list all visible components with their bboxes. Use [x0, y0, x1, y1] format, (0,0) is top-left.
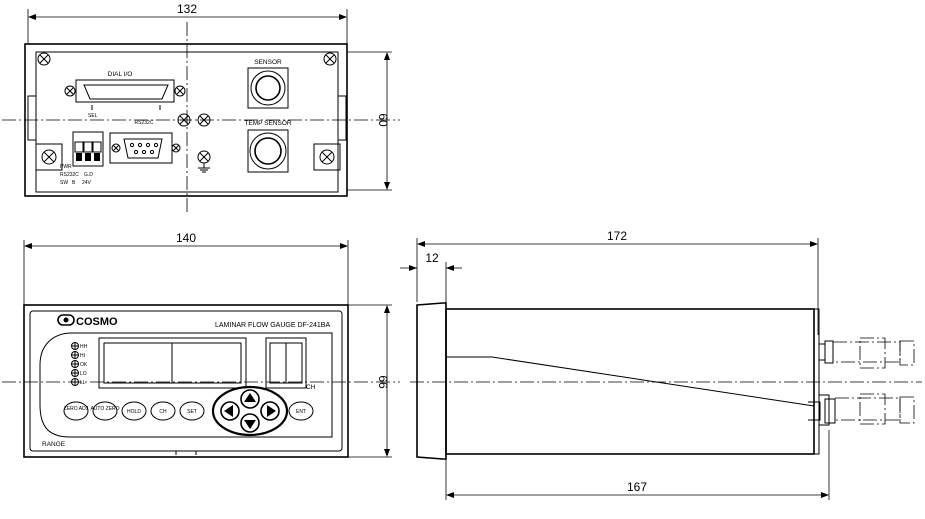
- rear-screw-br: [313, 143, 341, 171]
- rs232c-connector: RS232C: [109, 120, 181, 164]
- side-bezel-depth-label: 12: [425, 251, 439, 265]
- btn-zero-adj[interactable]: ZERO ADJ: [63, 401, 89, 421]
- cosmo-logo: COSMO: [57, 314, 118, 328]
- side-body-depth-label: 167: [627, 480, 647, 494]
- terminal-label-3: SW: [60, 180, 68, 186]
- btn-ch[interactable]: CH: [150, 401, 176, 421]
- sensor-label: SENSOR: [254, 59, 282, 66]
- judgement-lamps: HH HI OK LO LL: [71, 342, 88, 386]
- logo-text: COSMO: [76, 316, 118, 328]
- side-bezel: [416, 302, 447, 460]
- btn-hold[interactable]: HOLD: [121, 401, 147, 421]
- btn-right[interactable]: [260, 401, 280, 421]
- temp-sensor-label: TEMP SENSOR: [244, 120, 292, 127]
- side-upper-connector: [818, 337, 915, 369]
- rear-height-label: 60: [376, 113, 390, 127]
- lamp-label-hi: HI: [80, 353, 85, 359]
- terminal-label-1: RS232C: [60, 172, 79, 178]
- arrow-down-icon: [244, 420, 256, 429]
- btn-ch-label: CH: [159, 409, 167, 415]
- front-inner-panel: [39, 332, 333, 438]
- btn-left[interactable]: [220, 401, 240, 421]
- btn-zero-adj-label: ZERO ADJ: [64, 406, 89, 412]
- btn-set[interactable]: SET: [179, 401, 205, 421]
- btn-hold-label: HOLD: [127, 409, 141, 415]
- front-bezel: [23, 304, 349, 458]
- rear-screw-bl: [35, 143, 63, 171]
- rear-screw-tr: [323, 52, 337, 66]
- sensor-connector: SENSOR: [247, 59, 289, 109]
- arrow-right-icon: [267, 405, 276, 417]
- main-display: [98, 337, 247, 389]
- rear-width-label: 132: [177, 2, 197, 16]
- front-width-label: 140: [176, 231, 196, 245]
- terminal-block: SEL RS232C G.D SW B 24V PWR: [60, 113, 104, 186]
- arrow-left-icon: [224, 405, 233, 417]
- front-panel-view: 140 COSMO LAMINAR FLOW GAUGE DF-241BA CH…: [2, 231, 400, 458]
- range-label: RANGE: [42, 441, 66, 448]
- btn-ent[interactable]: ENT: [288, 401, 314, 421]
- model-text: LAMINAR FLOW GAUGE DF-241BA: [215, 322, 330, 329]
- side-lower-connector: [824, 393, 915, 425]
- temp-sensor-connector: TEMP SENSOR: [244, 120, 292, 173]
- rear-screw-tl: [37, 52, 51, 66]
- ch-label: CH: [306, 384, 316, 391]
- terminal-label-0: SEL: [88, 113, 98, 119]
- lamp-label-ok: OK: [80, 362, 88, 368]
- btn-auto-zero[interactable]: AUTO ZERO: [90, 401, 120, 421]
- side-body: [445, 308, 815, 455]
- btn-up[interactable]: [240, 389, 260, 409]
- dial-io-connector: DIAL I/O: [64, 71, 186, 110]
- lamp-label-ll: LL: [80, 380, 86, 386]
- lamp-label-lo: LO: [80, 371, 87, 377]
- dial-io-label: DIAL I/O: [108, 71, 133, 78]
- btn-auto-zero-label: AUTO ZERO: [90, 406, 119, 412]
- middle-screws: [177, 113, 211, 173]
- btn-ent-label: ENT: [296, 409, 306, 415]
- terminal-label-2: G.D: [84, 172, 93, 178]
- btn-down[interactable]: [240, 413, 260, 433]
- side-total-depth-label: 172: [607, 229, 627, 243]
- power-label: PWR: [60, 164, 72, 170]
- terminal-label-5: 24V: [82, 180, 92, 186]
- lamp-label-hh: HH: [80, 344, 88, 350]
- ch-display: [265, 337, 307, 389]
- arrow-up-icon: [244, 393, 256, 402]
- rs232c-label: RS232C: [135, 120, 154, 126]
- cursor-pad: [211, 385, 289, 437]
- btn-set-label: SET: [187, 409, 197, 415]
- rear-panel-view: 132 DIAL I/O: [2, 2, 400, 212]
- terminal-label-4: B: [72, 180, 76, 186]
- front-height-label: 66: [376, 375, 390, 389]
- side-view: 172 12: [400, 229, 922, 500]
